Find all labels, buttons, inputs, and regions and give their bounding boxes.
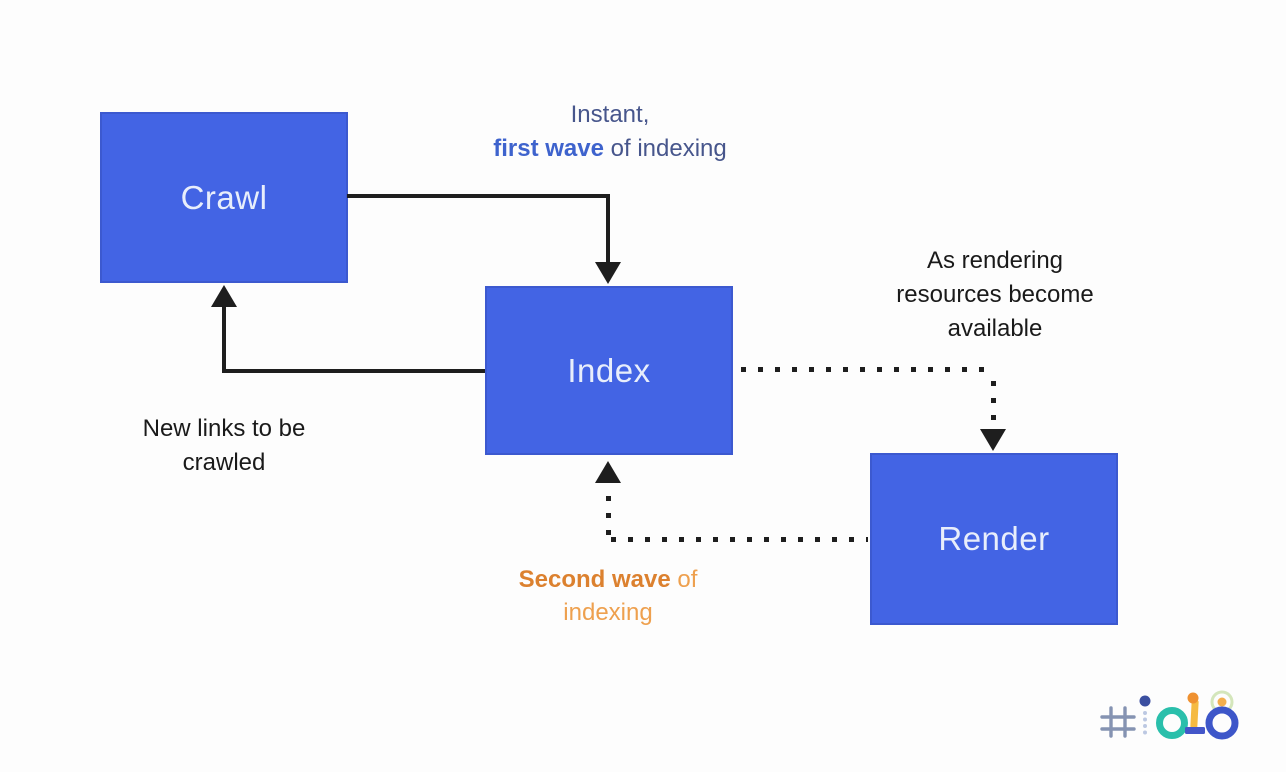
index-node-label: Index	[567, 351, 651, 389]
digit-1-icon	[1185, 692, 1205, 734]
as-rendering-caption-line2: resources become	[896, 281, 1094, 308]
letter-o-icon	[1156, 707, 1188, 739]
render-node: Render	[870, 453, 1118, 625]
index-to-crawl-arrow-vertical	[222, 303, 226, 371]
letter-i-icon	[1139, 695, 1151, 735]
second-wave-caption-line2: indexing	[563, 599, 653, 626]
crawl-node-label: Crawl	[180, 178, 268, 216]
crawl-to-index-arrow-vertical	[606, 194, 610, 264]
first-wave-caption-line1: Instant,	[570, 101, 650, 128]
new-links-caption: New links to be crawled	[94, 412, 354, 480]
first-wave-caption: Instant, first wave of indexing	[420, 98, 800, 166]
arrowhead-into-index-bottom-icon	[595, 461, 621, 483]
as-rendering-caption-line1: As rendering	[926, 247, 1064, 274]
index-node: Index	[485, 286, 733, 455]
render-to-index-dotted-horizontal	[611, 537, 868, 542]
as-rendering-caption: As rendering resources become available	[858, 244, 1132, 346]
crawl-to-index-arrow-horizontal	[347, 194, 610, 198]
render-to-index-dotted-vertical	[606, 496, 611, 536]
arrowhead-into-render-top-icon	[980, 429, 1006, 451]
index-to-crawl-arrow-horizontal	[222, 369, 485, 373]
as-rendering-caption-line3: available	[947, 315, 1043, 342]
index-to-render-dotted-horizontal	[741, 367, 993, 372]
render-node-label: Render	[938, 520, 1050, 557]
io18-logo	[1100, 690, 1239, 740]
crawl-node: Crawl	[100, 112, 348, 283]
arrowhead-into-index-top-icon	[595, 262, 621, 284]
hash-icon	[1100, 706, 1136, 738]
new-links-caption-line1: New links to be	[142, 415, 306, 442]
digit-8-icon	[1205, 690, 1239, 740]
new-links-caption-line2: crawled	[182, 449, 266, 476]
second-wave-caption: Second wave of indexing	[460, 563, 756, 629]
index-to-render-dotted-vertical	[991, 381, 996, 427]
first-wave-caption-line2: first wave of indexing	[493, 135, 727, 162]
arrowhead-into-crawl-bottom-icon	[211, 285, 237, 307]
second-wave-caption-line1: Second wave of	[518, 566, 698, 593]
